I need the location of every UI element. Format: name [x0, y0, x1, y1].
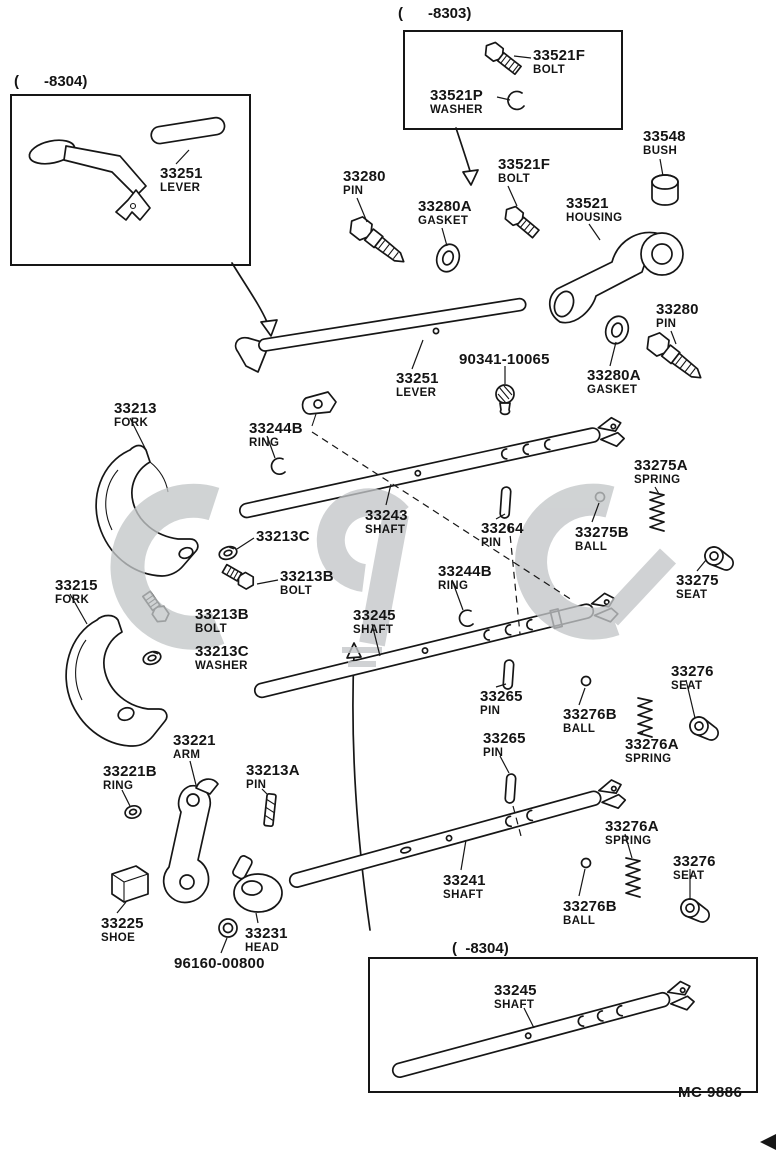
head-33231-drawing [232, 855, 283, 913]
pin-33280-left-drawing [349, 216, 405, 263]
watermark-logo [110, 483, 677, 667]
washer-33521P-drawing [507, 90, 525, 111]
inset-caption-bottom: ( -8304) [450, 940, 511, 957]
leader-lines [69, 55, 707, 1029]
inset-caption-top: ( -8303) [396, 5, 474, 22]
alignment-dashes [311, 431, 573, 837]
arm-33221-drawing [162, 778, 219, 904]
washer-33213C-2-drawing [142, 650, 162, 666]
flow-arrow-top [455, 127, 479, 186]
bolt-33213B-1-drawing [221, 563, 255, 590]
seat-33275-drawing [704, 546, 734, 571]
gasket-33280A-left-drawing [435, 243, 461, 273]
inset-box-left [10, 94, 251, 266]
spring-33276A-1-drawing [637, 697, 653, 738]
lever-33251-main-drawing [234, 297, 527, 427]
inset-box-top [403, 30, 623, 130]
plug-90341-10065-drawing [495, 384, 515, 416]
ball-33276B-1-drawing [580, 675, 592, 687]
bolt-33521F-main-drawing [504, 205, 540, 239]
shaft-33241-drawing [288, 779, 627, 888]
corner-mark [760, 1134, 776, 1150]
shaft-33243-drawing [238, 416, 626, 519]
inset-box-bottom [368, 957, 758, 1093]
flow-arrow-bottom [346, 642, 371, 931]
spring-33275A-drawing [649, 491, 665, 532]
inset-caption-left: ( -8304) [12, 73, 90, 90]
seat-33276-2-drawing [680, 898, 710, 923]
housing-33521-drawing [549, 231, 684, 324]
pin-33280-right-drawing [646, 332, 702, 379]
pin-33264-drawing [499, 486, 512, 519]
spring-33276A-2-drawing [625, 857, 641, 898]
pin-33265-2-drawing [504, 773, 517, 804]
ring-33221B-drawing [124, 804, 142, 820]
flow-arrow-left [231, 262, 278, 337]
pin-33265-1-drawing [502, 659, 515, 690]
seat-33276-1-drawing [689, 716, 719, 741]
gasket-33280A-right-drawing [604, 315, 630, 345]
ball-33276B-2-drawing [580, 857, 592, 869]
shoe-33225-drawing [111, 865, 149, 903]
washer-33213C-1-drawing [218, 545, 238, 561]
fork-33215-drawing [65, 614, 168, 747]
ring-33244B-1-drawing [270, 457, 286, 475]
pin-33213A-drawing [263, 792, 277, 828]
plate-code: MC 9886 [678, 1084, 743, 1101]
shaft-33245-inset-drawing [391, 980, 695, 1079]
ring-33244B-2-drawing [458, 609, 474, 627]
ring-96160-00800-drawing [218, 918, 238, 938]
bolt-33521F-inset-drawing [484, 41, 522, 76]
lever-33251-inset-drawing [28, 116, 226, 221]
bush-33548-drawing [651, 174, 679, 206]
